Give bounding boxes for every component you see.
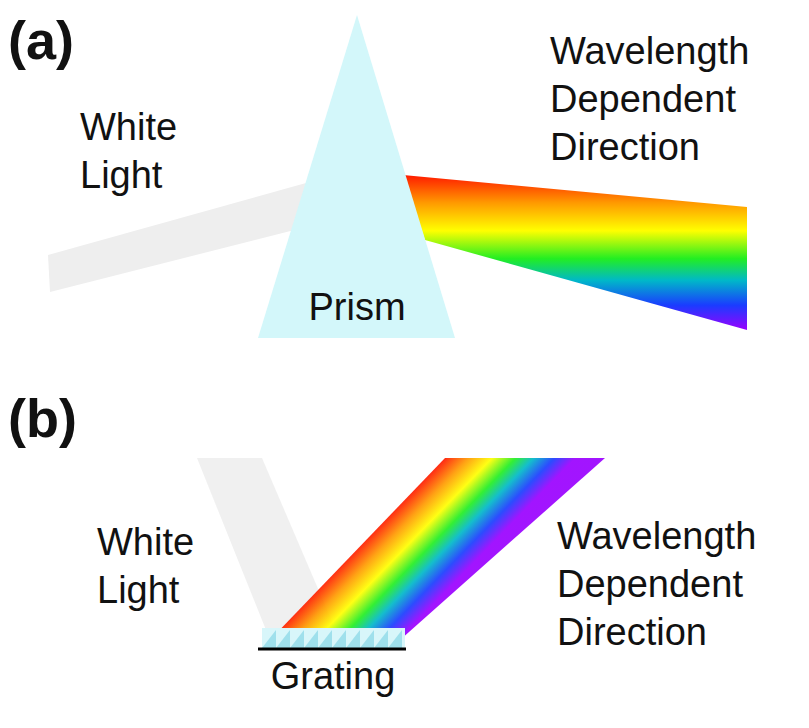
grating-label: Grating: [248, 652, 418, 700]
beam-label: Wavelength Dependent Direction: [550, 27, 805, 171]
prism-label: Prism: [258, 285, 456, 329]
beam-label: Wavelength Dependent Direction: [557, 512, 805, 656]
rainbow-beam: [270, 458, 605, 640]
beam-label: White Light: [80, 103, 240, 199]
grating-base: [258, 648, 406, 651]
panel-letter: (a): [8, 10, 128, 70]
beam-label: White Light: [97, 518, 257, 614]
prism-fill: [258, 15, 455, 338]
panel-letter: (b): [8, 388, 128, 448]
rainbow-beam: [403, 175, 747, 330]
prism-shape: Prism: [258, 15, 456, 339]
grating-teeth: [262, 630, 402, 648]
grating-body: [262, 628, 405, 648]
